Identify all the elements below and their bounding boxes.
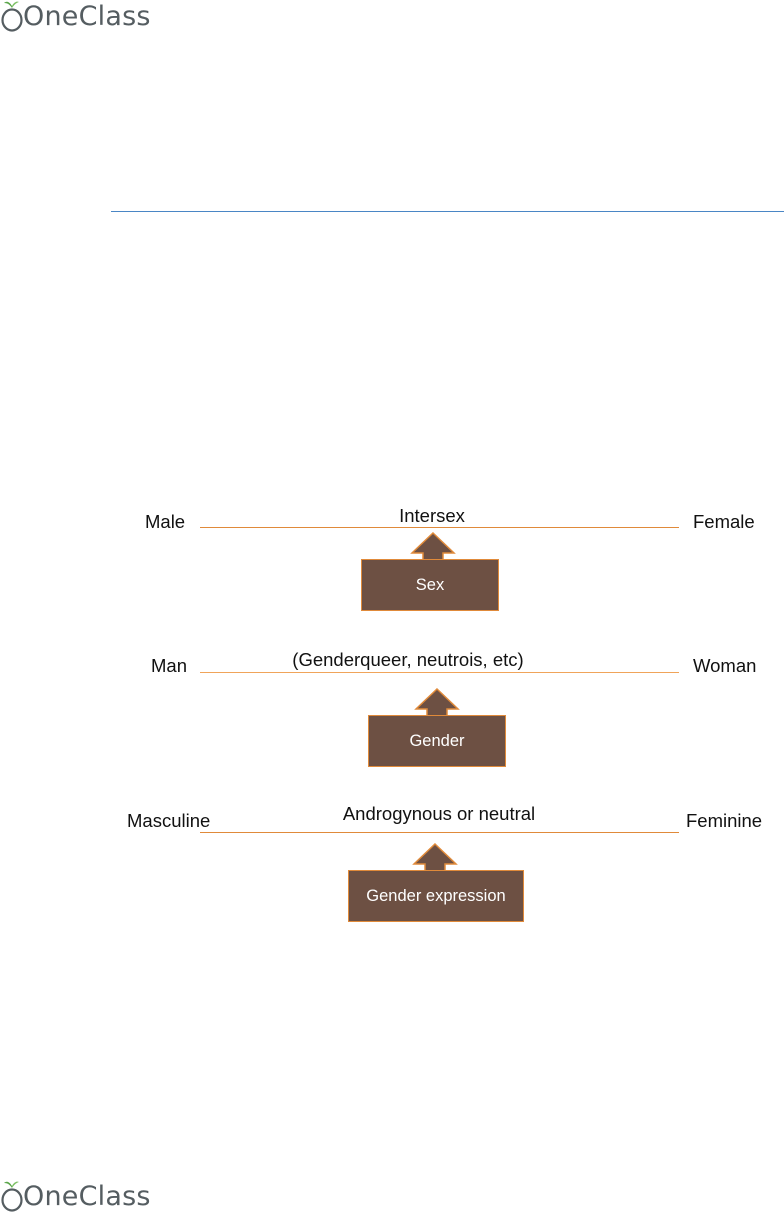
sex-box: Sex xyxy=(361,559,499,611)
sex-middle-label: Intersex xyxy=(399,505,465,527)
sex-spectrum-line xyxy=(200,527,679,528)
logo-wordmark: OneClass xyxy=(23,1180,151,1214)
gender-middle-label: (Genderqueer, neutrois, etc) xyxy=(292,649,523,671)
gender-box: Gender xyxy=(368,715,506,767)
gender-left-label: Man xyxy=(151,655,187,677)
gender-right-label: Woman xyxy=(693,655,756,677)
oneclass-logo-bottom: OneClass xyxy=(0,1180,151,1214)
expression-box: Gender expression xyxy=(348,870,524,922)
expression-right-label: Feminine xyxy=(686,810,762,832)
expression-left-label: Masculine xyxy=(127,810,210,832)
sex-right-label: Female xyxy=(693,511,755,533)
apple-leaf-icon xyxy=(0,1180,24,1214)
sex-left-label: Male xyxy=(145,511,185,533)
expression-spectrum-line xyxy=(200,832,679,833)
gender-spectrum-line xyxy=(200,672,679,673)
expression-middle-label: Androgynous or neutral xyxy=(343,803,535,825)
